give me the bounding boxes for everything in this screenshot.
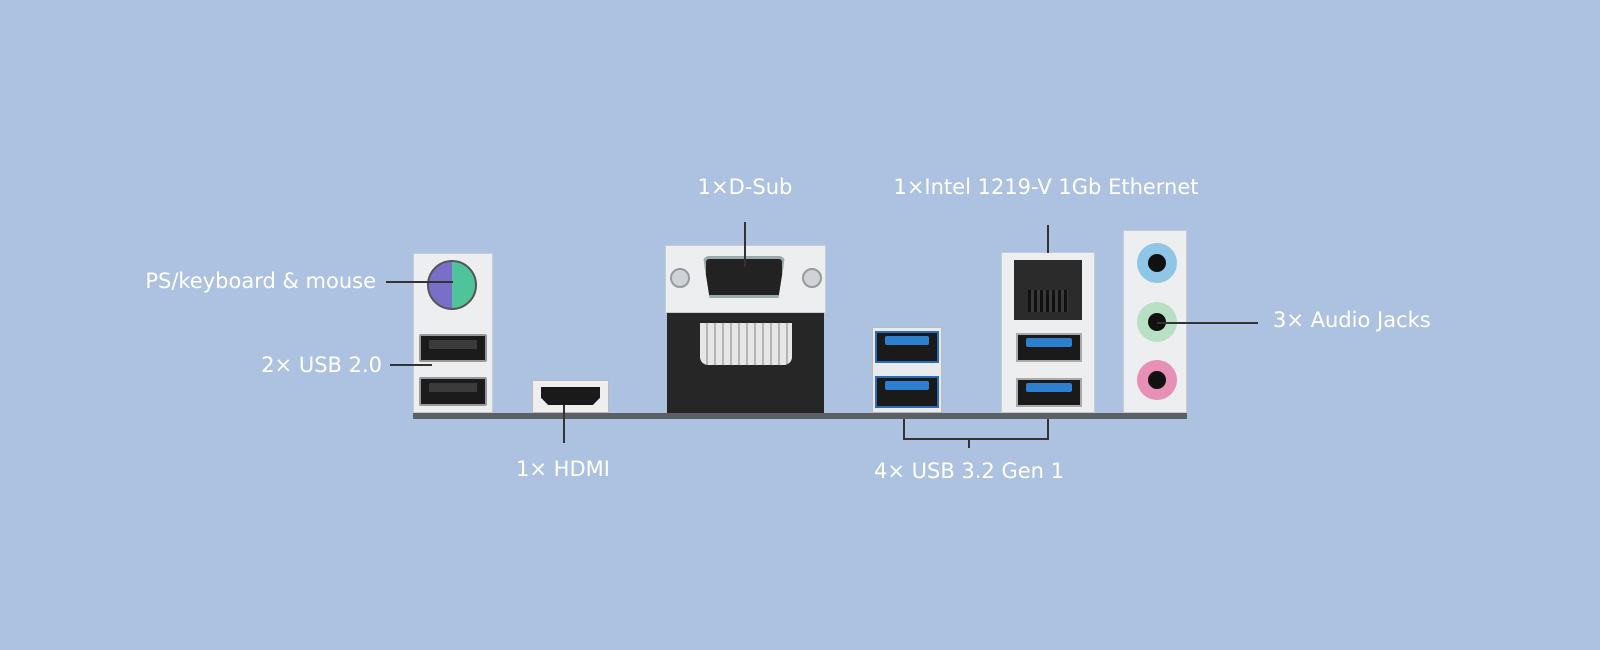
label-ps2: PS/keyboard & mouse: [145, 269, 376, 293]
usb2-port-2: [419, 377, 487, 406]
io-shield-base: [413, 413, 1187, 419]
audio-jack-line-in: [1137, 243, 1177, 283]
hdmi-leader: [563, 405, 565, 443]
dsub-leader: [744, 222, 746, 267]
hdmi-port: [532, 380, 609, 413]
rj45-port: [1014, 260, 1082, 320]
usb2-port-1: [419, 334, 487, 362]
label-dsub: 1×D-Sub: [697, 175, 793, 199]
label-usb2: 2× USB 2.0: [261, 353, 382, 377]
usb3-bracket: [903, 438, 1049, 440]
usb3-port-1: [875, 331, 939, 363]
audio-jack-mic: [1137, 360, 1177, 400]
screw-icon: [670, 268, 690, 288]
label-usb3: 4× USB 3.2 Gen 1: [873, 459, 1065, 483]
ps2-leader: [386, 281, 453, 283]
label-audio: 3× Audio Jacks: [1273, 308, 1431, 332]
audio-leader: [1157, 322, 1258, 324]
usb2-leader: [390, 364, 432, 366]
label-ethernet: 1×Intel 1219-V 1Gb Ethernet: [893, 175, 1199, 199]
ps2-port: [427, 260, 477, 310]
screw-icon: [802, 268, 822, 288]
usb3-port-4: [1016, 378, 1082, 407]
usb3-leader: [968, 438, 970, 448]
usb3-bracket-left: [903, 419, 905, 440]
label-hdmi: 1× HDMI: [516, 457, 610, 481]
usb3-port-2: [875, 376, 939, 408]
usb3-bracket-right: [1047, 419, 1049, 440]
usb3-port-3: [1016, 333, 1082, 362]
dsub-pins-window: [700, 323, 792, 365]
ethernet-leader: [1047, 225, 1049, 253]
